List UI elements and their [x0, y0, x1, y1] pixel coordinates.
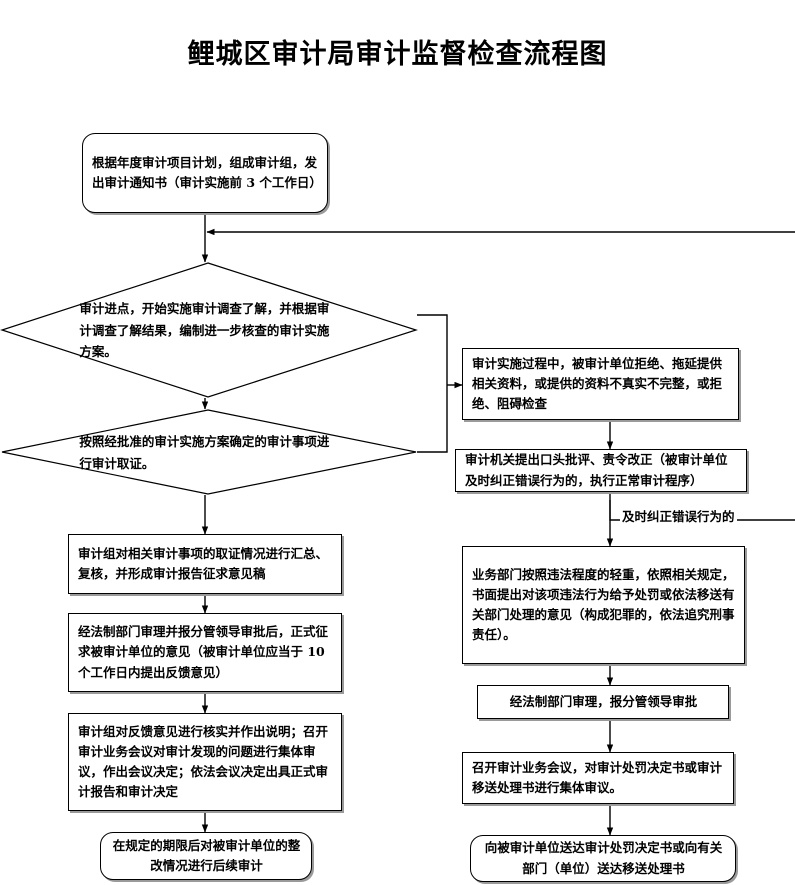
node-evidence-label: 按照经批准的审计实施方案确定的审计事项进行审计取证。 — [79, 434, 330, 471]
node-deliver-label: 向被审计单位送达审计处罚决定书或向有关部门（单位）送达移送处理书 — [484, 840, 723, 876]
diamond-shape — [0, 262, 418, 398]
node-summary[interactable]: 审计组对相关审计事项的取证情况进行汇总、复核，并形成审计报告征求意见稿 — [68, 534, 342, 594]
node-followup[interactable]: 在规定的期限后对被审计单位的整改情况进行后续审计 — [100, 832, 312, 880]
node-evidence-text: 按照经批准的审计实施方案确定的审计事项进行审计取证。 — [0, 409, 418, 496]
node-survey-label: 审计进点，开始实施审计调查了解，并根据审计调查了解结果，编制进一步核查的审计实施… — [79, 301, 330, 360]
node-business-meeting[interactable]: 召开审计业务会议，对审计处罚决定书或审计移送处理书进行集体审议。 — [462, 752, 734, 804]
node-summary-label: 审计组对相关审计事项的取证情况进行汇总、复核，并形成审计报告征求意见稿 — [78, 545, 329, 581]
node-penalty-opinion[interactable]: 业务部门按照违法程度的轻重，依照相关规定，书面提出对该项违法行为给予处罚或依法移… — [462, 546, 745, 664]
node-verify-label: 审计组对反馈意见进行核实并作出说明；召开审计业务会议对审计发现的问题进行集体审议… — [78, 723, 329, 800]
node-business-meeting-label: 召开审计业务会议，对审计处罚决定书或审计移送处理书进行集体审议。 — [472, 759, 723, 795]
node-verify[interactable]: 审计组对反馈意见进行核实并作出说明；召开审计业务会议对审计发现的问题进行集体审议… — [68, 713, 342, 811]
node-followup-label: 在规定的期限后对被审计单位的整改情况进行后续审计 — [112, 837, 301, 873]
node-start-label: 根据年度审计项目计划，组成审计组，发出审计通知书（审计实施前 3 个工作日） — [92, 154, 322, 190]
node-oral-criticism-label: 审计机关提出口头批评、责令改正（被审计单位及时纠正错误行为的，执行正常审计程序） — [465, 452, 728, 488]
edge-label-corrected-in-time: 及时纠正错误行为的 — [620, 506, 737, 525]
diamond-shape — [1, 409, 417, 495]
node-solicit-label: 经法制部门审理并报分管领导审批后，正式征求被审计单位的意见（被审计单位应当于 1… — [78, 624, 329, 680]
node-survey[interactable]: 审计进点，开始实施审计调查了解，并根据审计调查了解结果，编制进一步核查的审计实施… — [0, 262, 418, 399]
node-penalty-opinion-label: 业务部门按照违法程度的轻重，依照相关规定，书面提出对该项违法行为给予处罚或依法移… — [472, 566, 735, 643]
node-legal-review[interactable]: 经法制部门审理，报分管领导审批 — [477, 685, 729, 719]
node-obstruct[interactable]: 审计实施过程中，被审计单位拒绝、拖延提供相关资料，或提供的资料不真实不完整，或拒… — [462, 348, 739, 420]
node-oral-criticism[interactable]: 审计机关提出口头批评、责令改正（被审计单位及时纠正错误行为的，执行正常审计程序） — [455, 449, 747, 492]
node-obstruct-label: 审计实施过程中，被审计单位拒绝、拖延提供相关资料，或提供的资料不真实不完整，或拒… — [472, 355, 723, 412]
node-legal-review-label: 经法制部门审理，报分管领导审批 — [509, 693, 698, 709]
node-solicit[interactable]: 经法制部门审理并报分管领导审批后，正式征求被审计单位的意见（被审计单位应当于 1… — [68, 613, 342, 692]
page-title: 鲤城区审计局审计监督检查流程图 — [187, 39, 608, 70]
node-evidence[interactable]: 按照经批准的审计实施方案确定的审计事项进行审计取证。 — [0, 409, 418, 496]
node-start[interactable]: 根据年度审计项目计划，组成审计组，发出审计通知书（审计实施前 3 个工作日） — [82, 133, 328, 213]
node-deliver[interactable]: 向被审计单位送达审计处罚决定书或向有关部门（单位）送达移送处理书 — [470, 835, 736, 882]
node-survey-text: 审计进点，开始实施审计调查了解，并根据审计调查了解结果，编制进一步核查的审计实施… — [0, 262, 418, 399]
